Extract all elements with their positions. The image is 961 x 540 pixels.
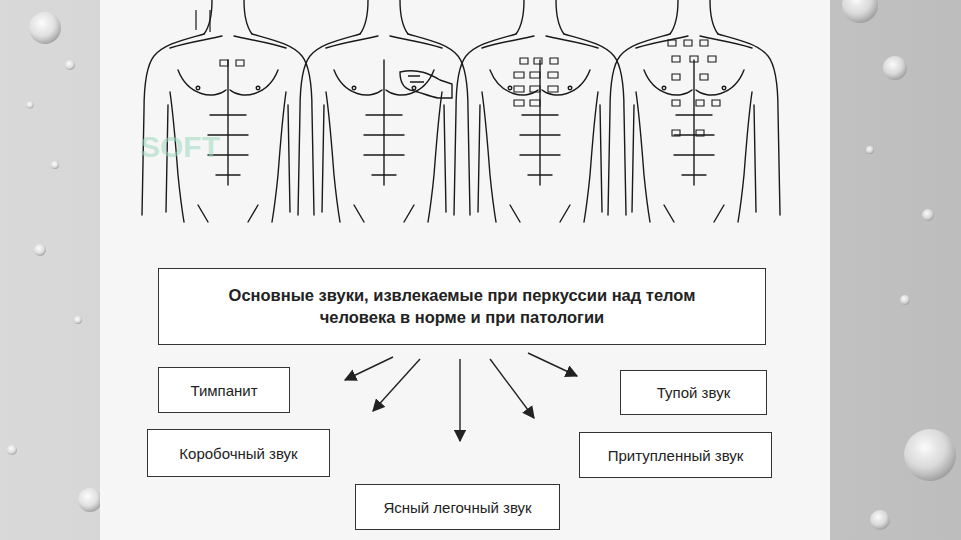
sound-label: Коробочный звук	[179, 445, 297, 462]
title-text: Основные звуки, извлекаемые при перкусси…	[227, 285, 697, 328]
sound-label: Ясный легочный звук	[383, 499, 531, 516]
sound-box: Ясный легочный звук	[355, 484, 560, 530]
panel	[100, 0, 830, 540]
sound-box: Коробочный звук	[147, 429, 330, 477]
sound-box: Притупленный звук	[579, 432, 772, 478]
sound-box: Тупой звук	[620, 370, 767, 415]
watermark: SOFT	[140, 130, 220, 164]
title-box: Основные звуки, извлекаемые при перкусси…	[158, 268, 766, 345]
sound-label: Тимпанит	[190, 382, 257, 399]
sound-label: Притупленный звук	[608, 447, 744, 464]
torso-figures	[142, 0, 780, 222]
arrow-lines	[345, 353, 577, 441]
sound-label: Тупой звук	[657, 384, 730, 401]
sound-box: Тимпанит	[158, 367, 290, 413]
